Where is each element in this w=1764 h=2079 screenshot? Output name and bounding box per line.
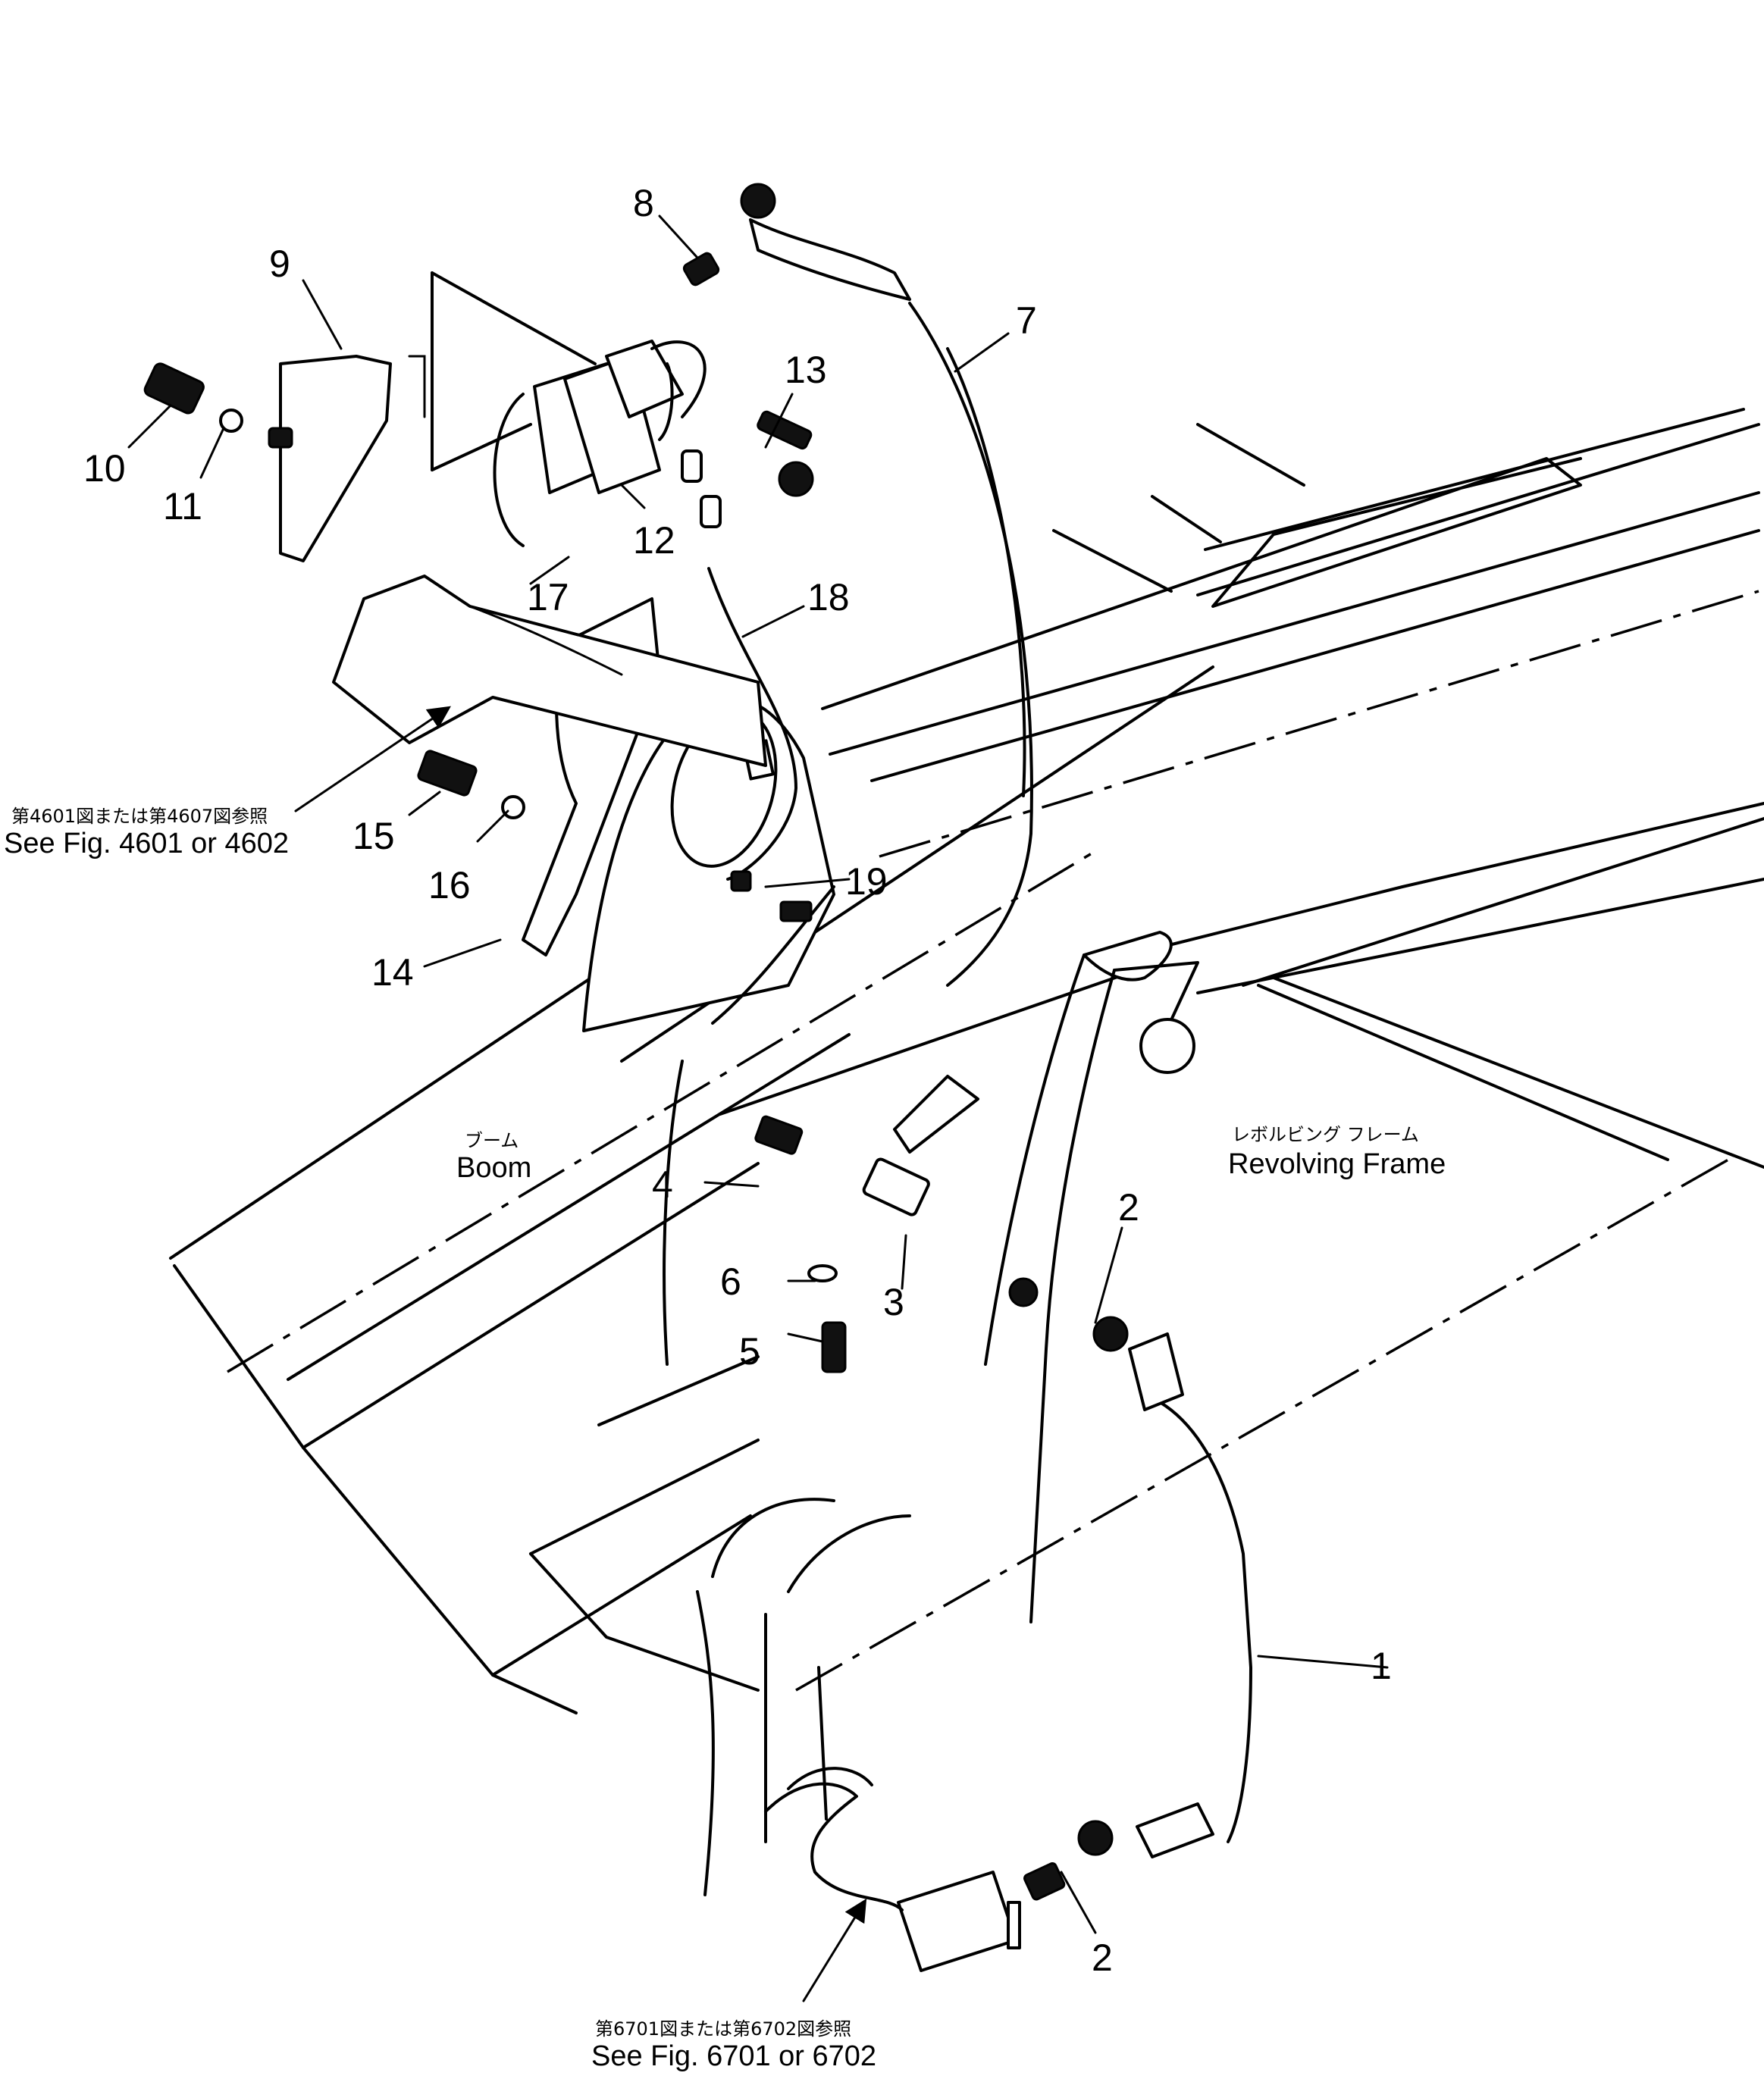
callout-16: 16 <box>428 864 471 906</box>
callout-5: 5 <box>739 1330 760 1373</box>
sensor-assembly <box>279 271 707 562</box>
reference-6701-jp: 第6701図または第6702図参照 <box>595 2018 851 2040</box>
callout-9: 9 <box>269 243 290 285</box>
callout-11: 11 <box>163 485 202 528</box>
revolving-frame-drawing <box>795 408 1764 1692</box>
callout-10: 10 <box>83 447 126 490</box>
boom-label-jp: ブーム <box>465 1130 519 1151</box>
fittings <box>143 183 1129 1972</box>
callout-4: 4 <box>652 1163 673 1206</box>
callout-14: 14 <box>371 951 414 994</box>
callout-12: 12 <box>633 519 675 562</box>
revolving-frame-label-jp: レボルビング フレーム <box>1232 1124 1419 1145</box>
callout-7: 7 <box>1016 299 1037 342</box>
callout-19: 19 <box>845 860 888 903</box>
text-labels: ブーム Boom レボルビング フレーム Revolving Frame 第46… <box>4 806 1446 2072</box>
boom-foot-bracket <box>582 695 1199 1896</box>
callout-17: 17 <box>527 576 569 618</box>
leader-lines <box>127 214 1389 2002</box>
hoses <box>707 218 1252 1858</box>
reference-6701-en: See Fig. 6701 or 6702 <box>591 2040 876 2072</box>
boom-drawing <box>169 665 1214 1714</box>
callout-1: 1 <box>1371 1645 1392 1687</box>
boom-label-en: Boom <box>456 1152 531 1184</box>
callout-2-lower: 2 <box>1092 1937 1113 1979</box>
reference-4601-jp: 第4601図または第4607図参照 <box>11 806 268 827</box>
callout-numbers: 1 2 2 3 4 5 6 7 8 9 10 11 12 13 14 15 16… <box>83 182 1392 1979</box>
callout-6: 6 <box>720 1260 741 1303</box>
callout-8: 8 <box>633 182 654 224</box>
revolving-frame-label-en: Revolving Frame <box>1228 1148 1446 1180</box>
reference-4601-en: See Fig. 4601 or 4602 <box>4 828 289 859</box>
callout-3: 3 <box>883 1281 904 1323</box>
callout-13: 13 <box>785 349 827 391</box>
callout-18: 18 <box>807 576 850 618</box>
callout-2-upper: 2 <box>1118 1186 1139 1229</box>
callout-15: 15 <box>352 815 395 857</box>
